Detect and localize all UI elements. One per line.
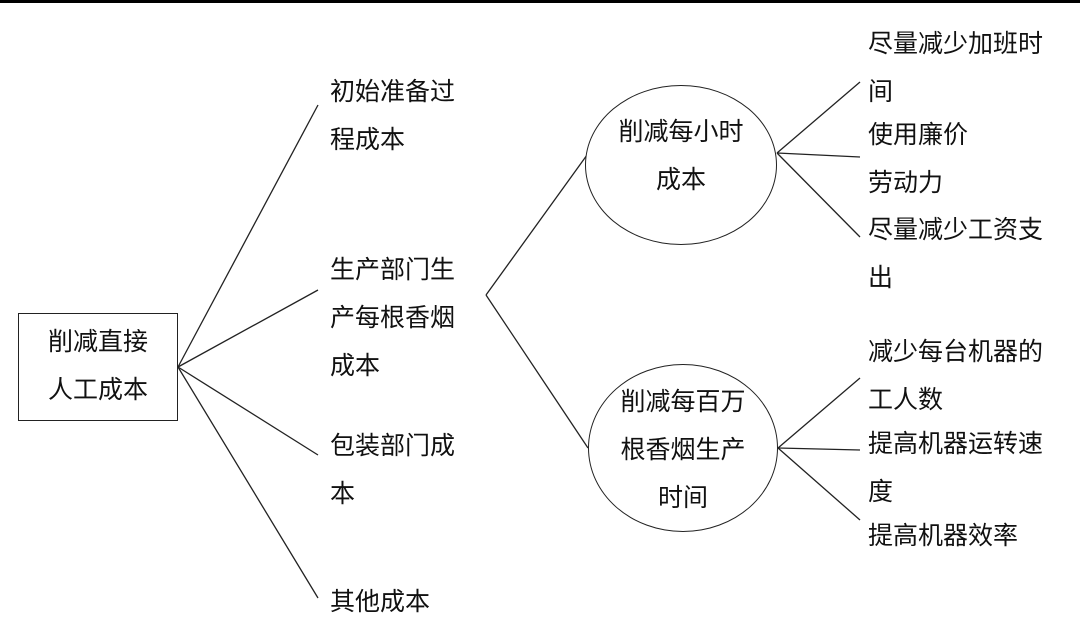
top-border-line xyxy=(0,0,1080,3)
root-node-box xyxy=(18,313,178,421)
node-production-cost-per-cigarette: 生产部门生 产每根香烟 成本 xyxy=(330,255,456,380)
connector-production-to-hourly-cost xyxy=(485,154,588,296)
connector-time-to-speed xyxy=(777,447,861,451)
connector-time-to-workers xyxy=(777,377,861,449)
node-production-time-label: 削减每百万 根香烟生产 时间 xyxy=(620,387,746,512)
connector-production-to-production-time xyxy=(485,294,589,449)
leaf-cheap-labor: 使用廉价 劳动力 xyxy=(868,120,969,197)
leaf-reduce-wages: 尽量减少工资支 出 xyxy=(868,215,1044,292)
connector-hourly-to-wages xyxy=(776,152,861,238)
node-other-cost: 其他成本 xyxy=(330,587,431,616)
connector-root-to-other xyxy=(177,366,319,599)
connector-time-to-efficiency xyxy=(777,447,861,521)
node-production-time-circle xyxy=(588,364,778,532)
leaf-reduce-overtime: 尽量减少加班时 间 xyxy=(868,29,1044,106)
root-node-label: 削减直接 人工成本 xyxy=(47,327,148,404)
connector-root-to-production xyxy=(177,289,319,368)
leaf-increase-machine-speed: 提高机器运转速 度 xyxy=(868,429,1044,506)
node-packaging-cost: 包装部门成 本 xyxy=(330,431,456,508)
node-hourly-cost-circle xyxy=(585,85,777,245)
leaf-improve-machine-efficiency: 提高机器效率 xyxy=(868,521,1019,550)
node-hourly-cost-label: 削减每小时 成本 xyxy=(618,117,744,194)
connector-root-to-initial-prep xyxy=(177,104,319,368)
connector-hourly-to-cheap-labor xyxy=(776,152,861,158)
leaf-fewer-workers-per-machine: 减少每台机器的 工人数 xyxy=(868,337,1044,414)
node-initial-prep-cost: 初始准备过 程成本 xyxy=(330,77,456,154)
connector-root-to-packaging xyxy=(177,366,319,456)
connector-hourly-to-overtime xyxy=(776,81,861,154)
